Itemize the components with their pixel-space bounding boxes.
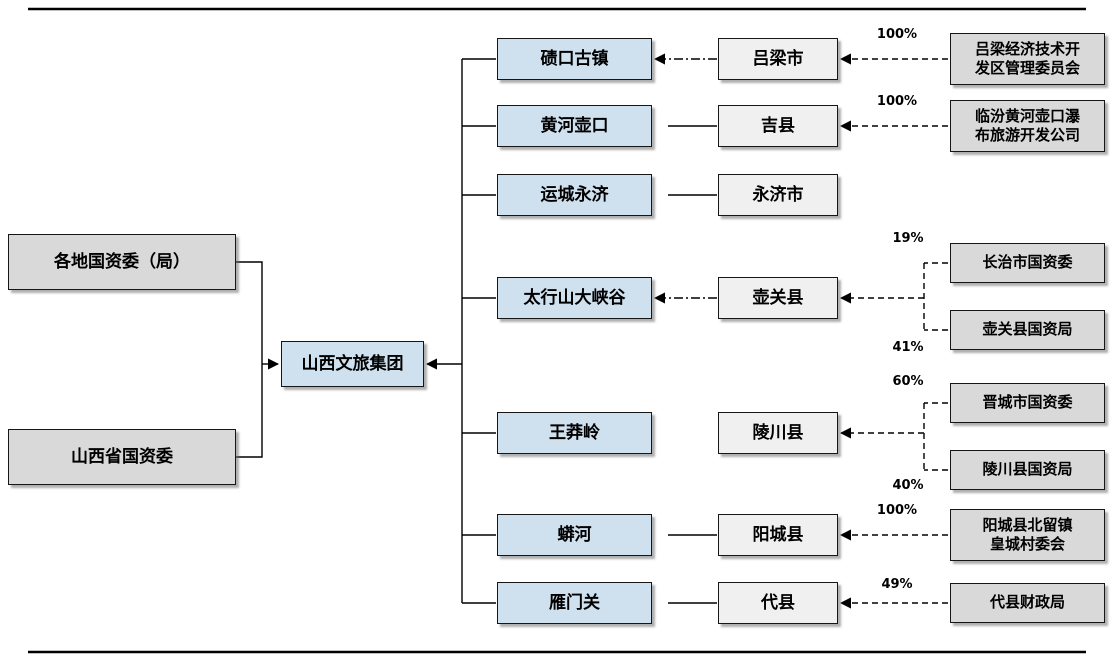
ownership-pct: 100%: [876, 94, 918, 109]
ownership-pct: 49%: [881, 577, 913, 592]
node-county-huguan: 壶关县: [718, 277, 838, 319]
ownership-pct: 100%: [876, 27, 918, 42]
node-county-daixian: 代县: [718, 582, 838, 624]
owners-bracket: [236, 261, 263, 458]
node-stakeholder-huguan-sasab: 壶关县国资局: [950, 310, 1105, 350]
node-owner-shanxi-sasac: 山西省国资委: [8, 429, 236, 485]
node-stakeholder-lingchuan-sasab: 陵川县国资局: [950, 450, 1105, 490]
node-stakeholder-jincheng-sasac: 晋城市国资委: [950, 383, 1105, 423]
node-county-luliang: 吕梁市: [718, 38, 838, 80]
node-scenic-taihang-canyon: 太行山大峡谷: [497, 277, 652, 319]
node-stakeholder-huangcheng-village: 阳城县北留镇 皇城村委会: [950, 509, 1105, 561]
node-stakeholder-changzhi-sasac: 长治市国资委: [950, 243, 1105, 283]
node-scenic-qikou: 碛口古镇: [497, 38, 652, 80]
ownership-pct: 40%: [892, 478, 924, 493]
ownership-pct: 19%: [892, 231, 924, 246]
node-stakeholder-daixian-finance: 代县财政局: [950, 583, 1105, 623]
node-scenic-yanmenguan: 雁门关: [497, 582, 652, 624]
node-county-yongji: 永济市: [718, 174, 838, 216]
node-scenic-manghe: 蟒河: [497, 514, 652, 556]
ownership-pct: 41%: [892, 340, 924, 355]
ownership-pct: 60%: [892, 374, 924, 389]
node-scenic-yuncheng-yongji: 运城永济: [497, 174, 652, 216]
node-scenic-wangmangling: 王莽岭: [497, 412, 652, 454]
node-county-jixian: 吉县: [718, 105, 838, 147]
node-stakeholder-linfen-hukou-co: 临汾黄河壶口瀑 布旅游开发公司: [950, 100, 1105, 152]
ownership-pct: 100%: [876, 503, 918, 518]
node-stakeholder-luliang-devzone: 吕梁经济技术开 发区管理委员会: [950, 33, 1105, 85]
node-county-yangcheng: 阳城县: [718, 514, 838, 556]
node-county-lingchuan: 陵川县: [718, 412, 838, 454]
node-root-shanxi-wenlv-group: 山西文旅集团: [281, 341, 424, 387]
node-owner-local-sasac: 各地国资委（局）: [8, 234, 236, 290]
node-scenic-huanghe-hukou: 黄河壶口: [497, 105, 652, 147]
